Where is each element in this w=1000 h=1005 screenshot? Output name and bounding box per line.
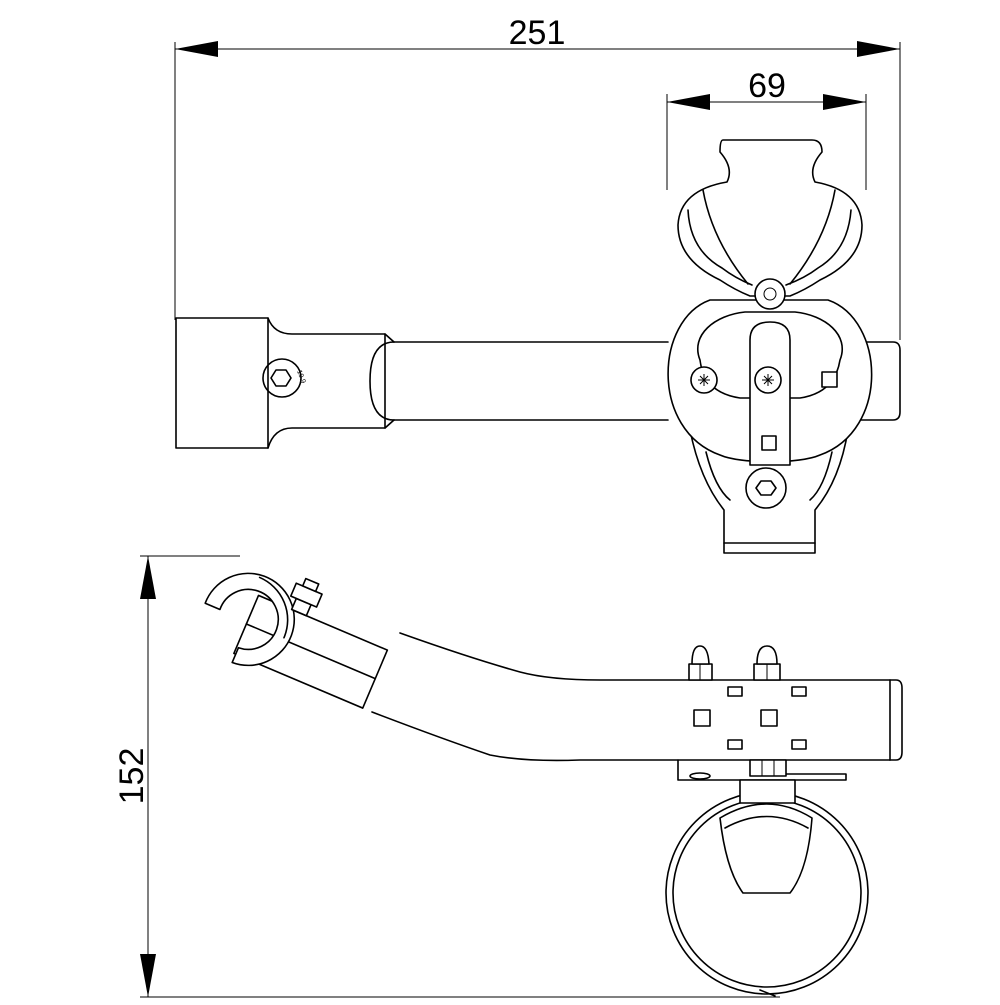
hex-nut-bottom-icon (749, 759, 787, 777)
arrowhead-right (823, 94, 866, 110)
clamp-bolt-icon (289, 577, 323, 617)
top-view: 10.9 (175, 139, 901, 554)
arm-end-stub (855, 341, 901, 421)
arrowhead-bottom (140, 954, 156, 997)
side-view (204, 572, 903, 997)
bolt-head-icon: 10.9 (262, 358, 306, 398)
dimension-clamp-width: 69 (666, 67, 867, 190)
hex-bolt-lower-icon (745, 467, 787, 509)
dimension-overall-width: 251 (174, 14, 901, 340)
screw-center-icon (754, 366, 782, 394)
arm-tube (369, 333, 669, 429)
lever-square-hole (761, 435, 777, 451)
acorn-nut-right-icon (753, 645, 781, 681)
plate-washer (689, 772, 711, 780)
dimension-overall-height: 152 (113, 555, 780, 998)
arm-square-holes (693, 686, 807, 750)
dimension-label-69: 69 (748, 67, 786, 105)
arrowhead-left (175, 41, 218, 57)
arrowhead-top (140, 556, 156, 599)
screw-left-icon (690, 366, 718, 394)
acorn-nut-left-icon (688, 645, 713, 681)
arrowhead-right (857, 41, 900, 57)
pipe-ring-clamp (665, 779, 869, 997)
mounting-block (175, 317, 386, 449)
pivot-pin (754, 278, 786, 310)
bent-arm (371, 632, 903, 762)
dimension-label-152: 152 (113, 748, 151, 805)
pivot-center (763, 287, 777, 301)
screw-marking: 10.9 (295, 369, 306, 384)
arrowhead-left (667, 94, 710, 110)
clamp-jaws (677, 139, 863, 297)
base-plate (677, 759, 847, 781)
square-hole-right (821, 371, 838, 388)
pipe-clamp-assembly (204, 572, 389, 709)
clamp-opening (697, 311, 843, 399)
dimension-label-251: 251 (509, 14, 566, 52)
